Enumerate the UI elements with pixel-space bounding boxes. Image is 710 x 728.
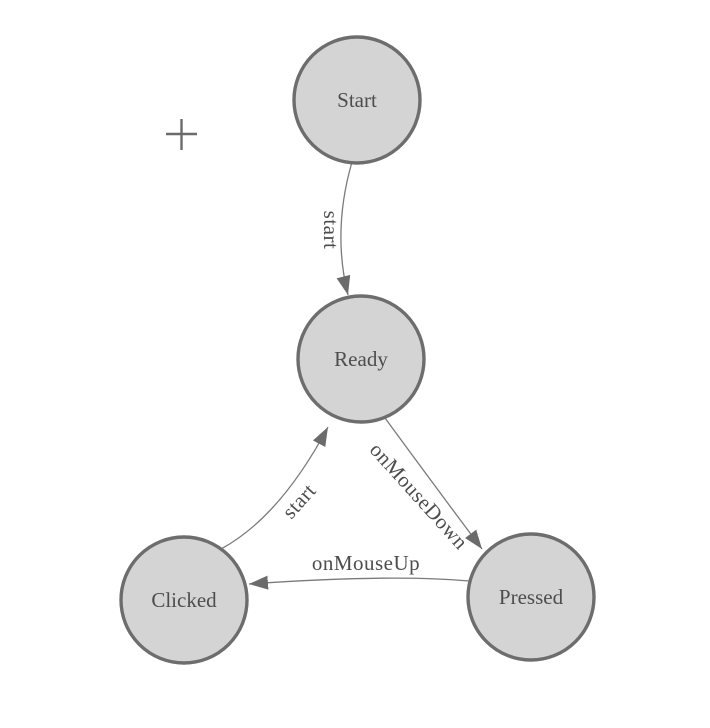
state-label-ready: Ready (334, 347, 388, 371)
transition-label-onmousedown: onMouseDown (365, 438, 473, 554)
transition-pressed-to-clicked: onMouseUp (248, 551, 470, 590)
transition-clicked-to-ready-path[interactable] (220, 426, 329, 550)
state-node-start[interactable]: Start (292, 35, 422, 165)
state-node-pressed[interactable]: Pressed (466, 532, 596, 662)
state-circle-pressed[interactable] (466, 532, 596, 662)
transition-label-start-1: start (319, 211, 343, 250)
state-circle-start[interactable] (292, 35, 422, 165)
state-circle-ready[interactable] (296, 294, 426, 424)
transition-start-to-ready-path[interactable] (336, 161, 353, 296)
state-circle-clicked[interactable] (119, 535, 249, 665)
transition-label-onmouseup: onMouseUp (312, 551, 420, 575)
transition-ready-to-pressed: onMouseDown (365, 417, 483, 554)
state-node-clicked[interactable]: Clicked (119, 535, 249, 665)
transition-start-to-ready: start (319, 161, 353, 296)
state-node-ready[interactable]: Ready (296, 294, 426, 424)
transition-ready-to-pressed-path[interactable] (384, 417, 483, 550)
state-label-pressed: Pressed (499, 585, 564, 609)
transition-label-start-2: start (277, 479, 321, 524)
canvas-origin-plus-icon (166, 119, 197, 150)
transition-clicked-to-ready: start (220, 426, 329, 550)
state-label-start: Start (337, 88, 377, 112)
transition-pressed-to-clicked-path[interactable] (248, 575, 470, 590)
state-label-clicked: Clicked (151, 588, 217, 612)
